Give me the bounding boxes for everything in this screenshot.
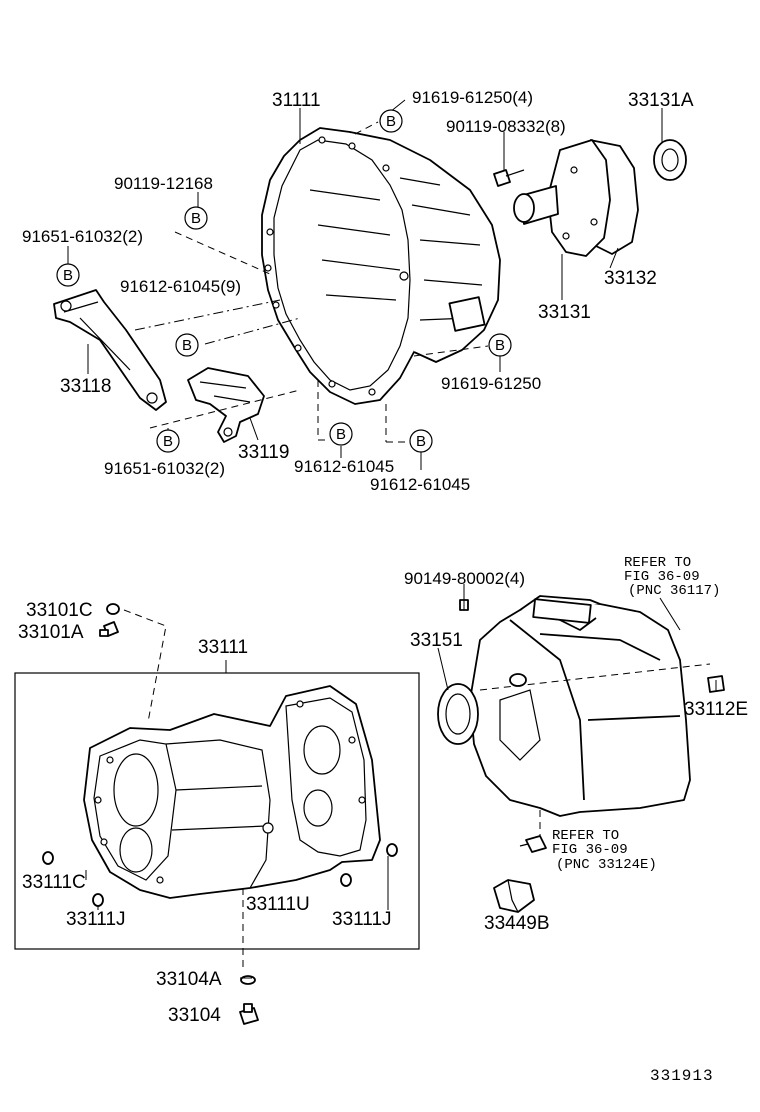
svg-text:B: B [416, 433, 426, 450]
label-33111: 33111 [198, 637, 248, 658]
clutch-housing-drawing [261, 127, 501, 405]
callout-b-7: B [409, 429, 433, 453]
callout-b-8: B [156, 429, 180, 453]
label-33118: 33118 [60, 376, 111, 397]
svg-text:B: B [163, 433, 173, 450]
seal-33151-drawing [437, 683, 479, 745]
pin-33111U-drawing [340, 873, 352, 887]
pin-33111J-left-drawing [92, 893, 104, 907]
label-91651-61032-2-bottom: 91651-61032(2) [104, 459, 225, 478]
callout-b-4: B [175, 333, 199, 357]
transmission-case-drawing [83, 685, 381, 899]
label-33101C: 33101C [26, 600, 93, 621]
oil-seal-drawing [653, 139, 687, 181]
label-33104A: 33104A [156, 969, 222, 990]
label-90149-80002-4: 90149-80002(4) [404, 569, 525, 588]
svg-text:B: B [182, 337, 192, 354]
case-assembly-box [14, 672, 420, 950]
label-refer-bottom-2: FIG 36-09 [552, 842, 628, 858]
callout-b-6: B [329, 422, 353, 446]
label-91619-61250-4: 91619-61250(4) [412, 88, 533, 107]
bracket-33119-drawing [187, 367, 265, 443]
svg-text:B: B [63, 267, 73, 284]
extension-housing-drawing [469, 595, 691, 817]
label-91651-61032-2-top: 91651-61032(2) [22, 227, 143, 246]
plug-33104-drawing [239, 1003, 259, 1025]
bracket-33118-drawing [53, 289, 167, 411]
callout-b-1: B [379, 109, 403, 133]
label-refer-bottom-3: (PNC 33124E) [556, 857, 657, 873]
label-33112E: 33112E [684, 699, 748, 720]
label-refer-top-1: REFER TO [624, 555, 691, 571]
label-33131: 33131 [538, 302, 591, 323]
label-33119: 33119 [238, 442, 289, 463]
plug-33101A-drawing [99, 621, 119, 637]
svg-text:B: B [336, 426, 346, 443]
label-33132: 33132 [604, 268, 657, 289]
label-33131A: 33131A [628, 90, 694, 111]
svg-text:B: B [191, 210, 201, 227]
label-refer-bottom-1: REFER TO [552, 828, 619, 844]
label-31111: 31111 [272, 90, 321, 111]
label-90119-08332-8: 90119-08332(8) [446, 117, 566, 136]
refer-part-33124E-drawing [519, 835, 547, 853]
pin-33111C-drawing [42, 851, 54, 865]
label-33111J-right: 33111J [332, 909, 392, 930]
callout-b-5: B [488, 333, 512, 357]
label-refer-top-3: (PNC 36117) [628, 583, 720, 599]
label-33104: 33104 [168, 1005, 221, 1026]
bolt-drawing-90119-08332 [493, 169, 525, 187]
bearing-retainer-drawing [513, 139, 639, 257]
label-91612-61045-b: 91612-61045 [370, 475, 470, 494]
label-refer-top-2: FIG 36-09 [624, 569, 700, 585]
callout-b-3: B [56, 263, 80, 287]
label-90119-12168: 90119-12168 [114, 174, 213, 193]
label-91612-61045-a: 91612-61045 [294, 457, 394, 476]
label-33111C: 33111C [22, 872, 86, 893]
callout-b-2: B [184, 206, 208, 230]
part-33449B-drawing [493, 879, 535, 913]
diagram-code: 331913 [650, 1067, 714, 1085]
svg-text:B: B [386, 113, 396, 130]
gasket-33104A-drawing [240, 975, 256, 985]
label-33449B: 33449B [484, 913, 550, 934]
svg-text:B: B [495, 337, 505, 354]
label-33111J-left: 33111J [66, 909, 126, 930]
label-33101A: 33101A [18, 622, 84, 643]
pin-33111J-right-drawing [386, 843, 398, 857]
label-33111U: 33111U [246, 894, 310, 915]
label-91619-61250: 91619-61250 [441, 374, 541, 393]
label-91612-61045-9: 91612-61045(9) [120, 277, 241, 296]
label-33151: 33151 [410, 630, 463, 651]
gasket-33101C-drawing [106, 603, 120, 615]
